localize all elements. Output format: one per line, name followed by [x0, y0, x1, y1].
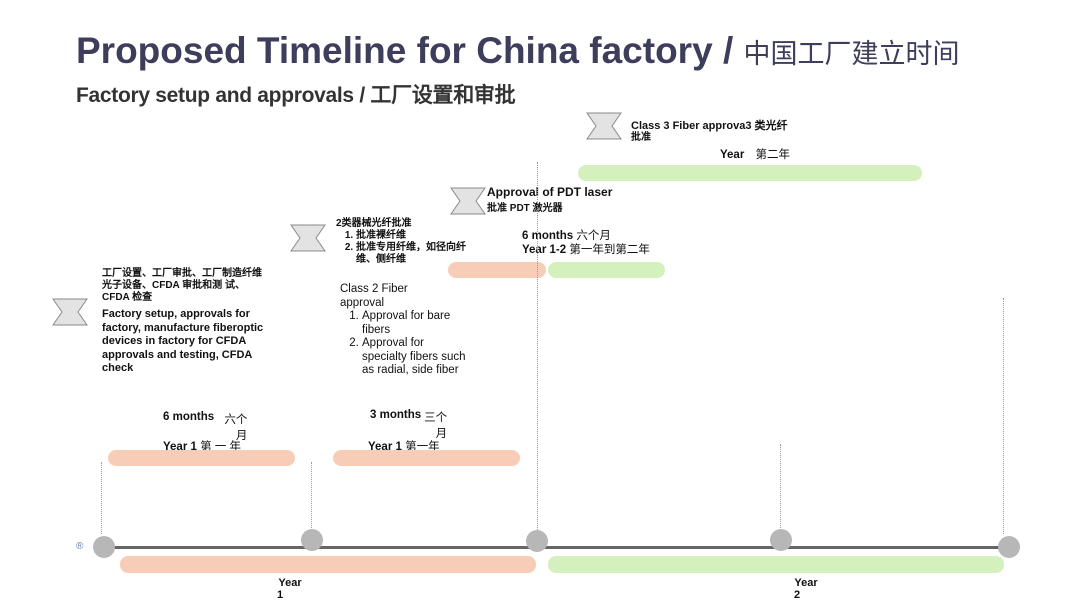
factory-phase-duration: 6 months 六个月 [163, 411, 247, 443]
year1-bar [120, 556, 536, 573]
class2-en-item: Approval for bare fibers [362, 310, 470, 337]
page-title: Proposed Timeline for China factory / 中国… [76, 30, 960, 72]
class2-en-block: Class 2 Fiber approval Approval for bare… [340, 283, 470, 378]
timeline-axis [100, 546, 1010, 549]
class2-zh-item: 批准裸纤维 [356, 230, 466, 242]
milestone-dot [93, 536, 115, 558]
class2-zh-title: 2类器械光纤批准 [336, 218, 412, 229]
factory-phase-en-text: Factory setup, approvals for factory, ma… [102, 308, 264, 374]
factory-duration-zh: 六个月 [224, 414, 248, 442]
class3-phase-bar [578, 165, 922, 181]
class2-duration-en: 3 months [370, 409, 422, 421]
factory-duration-en: 6 months [163, 411, 215, 423]
title-main: Proposed Timeline for China factory / [76, 30, 734, 71]
class3-year-zh: 第二年 [755, 149, 791, 161]
pdt-duration-en: 6 months [522, 230, 574, 242]
class3-year: Year 第二年 [720, 146, 790, 162]
milestone-guide-line [780, 444, 781, 534]
class2-zh-block: 2类器械光纤批准 批准裸纤维 批准专用纤维，如径向纤维、侧纤维 [336, 218, 466, 266]
year1-label-text: Year [278, 577, 302, 589]
class2-zh-item: 批准专用纤维，如径向纤维、侧纤维 [356, 242, 466, 266]
year2-label-text: Year [794, 577, 818, 589]
chevron-flag-icon [290, 224, 326, 252]
milestone-guide-line [101, 462, 102, 534]
milestone-guide-line [537, 162, 538, 534]
axis-start-mark: ® [76, 541, 84, 552]
pdt-year-en: Year 1-2 [522, 244, 567, 256]
class2-en-title: Class 2 Fiber approval [340, 283, 408, 309]
pdt-title-zh: 批准 PDT 激光器 [487, 203, 563, 214]
factory-phase-bar [108, 450, 295, 466]
pdt-title: Approval of PDT laser [487, 185, 613, 199]
pdt-year-zh: 第一年到第二年 [569, 244, 650, 256]
year1-label: Year 1 [270, 577, 310, 601]
year2-bar [548, 556, 1004, 573]
pdt-phase-bar-year1 [448, 262, 546, 278]
year2-label: Year 2 [786, 577, 826, 601]
title-zh: 中国工厂建立时间 [743, 39, 960, 69]
class2-en-item: Approval for specialty fibers such as ra… [362, 337, 470, 378]
page-subtitle: Factory setup and approvals / 工厂设置和审批 [76, 84, 516, 107]
class3-title: Class 3 Fiber approva3 类光纤 [631, 120, 788, 132]
factory-phase-zh-text: 工厂设置、工厂审批、工厂制造纤维光子设备、CFDA 审批和测 试、CFDA 检查 [102, 268, 262, 303]
milestone-guide-line [1003, 298, 1004, 534]
pdt-duration: 6 months 六个月 [522, 227, 611, 243]
milestone-guide-line [311, 462, 312, 534]
pdt-year: Year 1-2 第一年到第二年 [522, 241, 650, 257]
chevron-flag-icon [586, 112, 622, 140]
class3-title-zh: 批准 [631, 132, 651, 143]
pdt-duration-zh: 六个月 [576, 230, 611, 242]
class3-year-en: Year [720, 149, 745, 161]
milestone-dot [770, 529, 792, 551]
milestone-dot [998, 536, 1020, 558]
pdt-phase-bar-year2 [548, 262, 665, 278]
chevron-flag-icon [52, 298, 88, 326]
year2-label-num: 2 [793, 589, 801, 601]
class2-duration-zh: 三个月 [424, 412, 448, 440]
class2-phase-bar [333, 450, 520, 466]
milestone-dot [526, 530, 548, 552]
year1-label-num: 1 [276, 589, 284, 601]
milestone-dot [301, 529, 323, 551]
chevron-flag-icon [450, 187, 486, 215]
